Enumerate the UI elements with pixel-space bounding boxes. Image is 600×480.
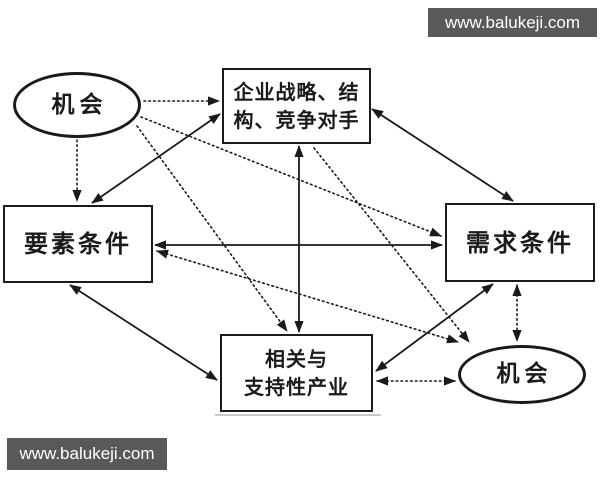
- gray-underline-artifact: [215, 414, 381, 416]
- node-strategy-label: 企业战略、结 构、竞争对手: [233, 80, 360, 132]
- watermark-top-right: www.balukeji.com: [428, 8, 597, 37]
- watermark-top-right-text: www.balukeji.com: [444, 12, 581, 32]
- node-factor-conditions: 要素条件: [3, 205, 153, 283]
- node-strategy-structure-rivalry: 企业战略、结 构、竞争对手: [222, 68, 371, 144]
- node-factor-label: 要素条件: [24, 229, 132, 259]
- node-demand-label: 需求条件: [466, 227, 574, 257]
- node-chance-bottom-label: 机会: [496, 360, 553, 388]
- node-chance-bottom: 机会: [458, 345, 586, 404]
- edge-factor-chance_bottom: [156, 249, 459, 344]
- edge-factor-related: [69, 284, 218, 381]
- watermark-bottom-left: www.balukeji.com: [7, 438, 167, 470]
- edge-strategy-demand: [371, 108, 514, 202]
- node-chance-top: 机会: [13, 72, 141, 138]
- edge-chance_top-related: [136, 125, 288, 332]
- node-related-supporting-industries: 相关与 支持性产业: [220, 334, 373, 412]
- node-related-label: 相关与 支持性产业: [244, 347, 349, 399]
- watermark-bottom-left-text: www.balukeji.com: [19, 444, 155, 463]
- node-chance-top-label: 机会: [51, 90, 108, 118]
- node-demand-conditions: 需求条件: [445, 203, 595, 282]
